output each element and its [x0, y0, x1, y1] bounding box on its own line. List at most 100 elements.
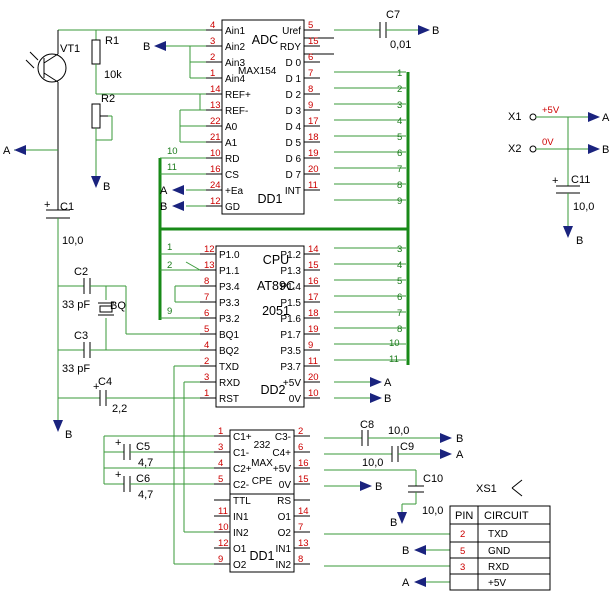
r1-label: R1 [105, 35, 119, 47]
pin-name: D 1 [285, 74, 301, 85]
net-label-a: A [456, 449, 464, 461]
c10-label: C10 [423, 473, 443, 485]
pin-name: C2+ [233, 464, 252, 475]
pin-number: 6 [308, 52, 313, 63]
bus-number: 2 [397, 84, 402, 95]
pin-name: IN2 [275, 560, 291, 571]
arrow-icon [418, 25, 430, 35]
bus-number: 2 [167, 260, 172, 271]
bus-number: 6 [397, 292, 402, 303]
capacitor-c2: C2 33 pF [58, 266, 106, 311]
cpu-ref: DD2 [260, 383, 285, 397]
pin-number: 3 [204, 372, 209, 383]
pin-number: 7 [204, 292, 209, 303]
pin-name: C1+ [233, 432, 252, 443]
pin-number: 18 [308, 308, 319, 319]
pin-name: D 0 [285, 58, 301, 69]
bus-number: 5 [397, 276, 402, 287]
net-label-b: B [143, 41, 150, 53]
pin-number: 15 [298, 474, 309, 485]
pin-name: P1.6 [280, 314, 301, 325]
arrow-icon [172, 185, 184, 195]
rs232-chip: 1C1+3C1-4C2+5C2-TTL11IN110IN212O19O22C3-… [214, 426, 310, 573]
pin-name: +5V [283, 378, 301, 389]
chip-pin: 6 D 0 [285, 52, 320, 69]
gnd-label: 0V [542, 137, 554, 148]
arrow-icon [360, 481, 372, 491]
bus-number: 7 [397, 164, 402, 175]
plus-icon: + [93, 381, 99, 393]
pin-number: 15 [308, 36, 319, 47]
pin-name: GD [225, 202, 240, 213]
pin-name: REF- [225, 106, 248, 117]
arrow-icon [172, 201, 184, 211]
pin-number: 12 [218, 538, 229, 549]
pin-number: 20 [308, 372, 319, 383]
pin-number: 13 [298, 538, 309, 549]
pin-number: 24 [210, 180, 221, 191]
chip-pin: 3C1- [214, 442, 249, 459]
pin-name: D 2 [285, 90, 301, 101]
chip-pin: 16+5V [273, 458, 310, 475]
chip-pin: 6C4+ [272, 442, 310, 459]
arrow-icon [53, 420, 63, 432]
bus-number: 7 [397, 308, 402, 319]
pin-name: BQ2 [219, 346, 239, 357]
pin-number: 14 [308, 244, 319, 255]
pin-name: P3.4 [219, 282, 240, 293]
bus-number: 8 [397, 324, 402, 335]
net-label-b: B [432, 25, 439, 37]
pin-name: C2- [233, 480, 249, 491]
x1-label: X1 [508, 111, 521, 123]
pin-number: 3 [210, 36, 215, 47]
pin-name: P3.5 [280, 346, 301, 357]
c7-value: 0,01 [390, 39, 411, 51]
pin-number: 5 [308, 20, 313, 31]
plus-icon: + [115, 469, 121, 481]
pin-name: TXD [219, 362, 239, 373]
pin-name: C3- [275, 432, 291, 443]
chip-pin: 5C2- [214, 474, 249, 491]
net-label-b: B [160, 201, 167, 213]
bus-number: 9 [167, 306, 172, 317]
net-label-b: B [384, 393, 391, 405]
pin-number: 5 [204, 324, 209, 335]
chip-pin: 18D 5 [285, 132, 320, 149]
pin-number: 4 [218, 458, 223, 469]
pin-number: 19 [308, 324, 319, 335]
chip-pin: 7D 1 [285, 68, 320, 85]
c10-value: 10,0 [422, 505, 443, 517]
pin-number: 6 [298, 442, 303, 453]
pin-name: P1.2 [280, 250, 301, 261]
pin-name: P1.5 [280, 298, 301, 309]
pin-name: O2 [278, 528, 292, 539]
pin-number: 16 [298, 458, 309, 469]
chip-pin: 17D 4 [285, 116, 320, 133]
plus-icon: + [44, 199, 50, 211]
pin-name: RD [225, 154, 239, 165]
arrow-icon [563, 226, 573, 238]
connector-xs1: XS1 PIN CIRCUIT 2 TXD 5 GND 3 RXD +5V [449, 479, 551, 591]
c3-label: C3 [74, 330, 88, 342]
capacitor-c4: + C4 2,2 [58, 376, 200, 415]
pin-name: IN1 [233, 512, 249, 523]
pin-name: TTL [233, 496, 251, 507]
pin-number: 21 [210, 132, 221, 143]
pin-name: INT [285, 186, 301, 197]
bus-number: 1 [167, 242, 172, 253]
